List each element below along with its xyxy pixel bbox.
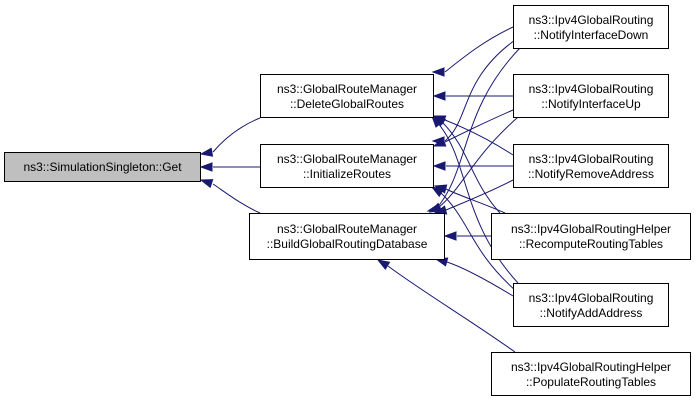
node-label-line-2: ::NotifyRemoveAddress — [528, 167, 654, 181]
arrowhead-icon — [432, 91, 446, 101]
node-label-line-2: ::InitializeRoutes — [303, 167, 391, 181]
node-label-line-2: ::DeleteGlobalRoutes — [290, 97, 404, 111]
edge-line — [441, 121, 501, 214]
node-label-line-1: ns3::Ipv4GlobalRouting — [529, 291, 654, 305]
node-label-line-1: ns3::Ipv4GlobalRoutingHelper — [511, 360, 671, 374]
node-label-line-1: ns3::GlobalRouteManager — [277, 82, 417, 96]
node-build-global-routing-database[interactable]: ns3::GlobalRouteManager ::BuildGlobalRou… — [249, 213, 445, 260]
node-label: ns3::SimulationSingleton::Get — [23, 160, 182, 174]
arrowhead-icon — [199, 147, 214, 157]
edge-notify_if_down-to-delete_routes — [431, 26, 514, 77]
edge-line — [387, 265, 516, 353]
node-label-line-1: ns3::GlobalRouteManager — [277, 222, 417, 236]
arrowhead-icon — [376, 259, 391, 270]
edge-notify_add-to-delete_routes — [431, 114, 519, 284]
node-label-line-1: ns3::Ipv4GlobalRouting — [529, 152, 654, 166]
edge-notify_if_up-to-delete_routes — [432, 91, 513, 101]
node-label-line-2: ::NotifyAddAddress — [540, 306, 643, 320]
node-initialize-routes[interactable]: ns3::GlobalRouteManager ::InitializeRout… — [260, 144, 434, 188]
node-populate-routing-tables[interactable]: ns3::Ipv4GlobalRoutingHelper ::PopulateR… — [491, 352, 691, 396]
edge-notify_if_up-to-initialize_routes — [432, 109, 514, 147]
edge-initialize_routes-to-get — [199, 162, 260, 172]
arrowhead-icon — [443, 231, 457, 241]
arrowhead-icon — [432, 137, 447, 147]
edge-notify_remove-to-initialize_routes — [432, 161, 513, 171]
node-delete-global-routes[interactable]: ns3::GlobalRouteManager ::DeleteGlobalRo… — [260, 74, 434, 118]
node-label-line-2: ::NotifyInterfaceDown — [534, 28, 649, 42]
edge-line — [437, 116, 519, 209]
edge-line — [436, 121, 519, 284]
edge-notify_remove-to-build_db — [433, 179, 514, 215]
node-label-line-1: ns3::Ipv4GlobalRouting — [529, 82, 654, 96]
arrowhead-icon — [431, 67, 445, 77]
node-label-line-1: ns3::Ipv4GlobalRouting — [529, 13, 654, 27]
edge-line — [444, 26, 514, 73]
node-notify-add-address[interactable]: ns3::Ipv4GlobalRouting ::NotifyAddAddres… — [513, 283, 669, 327]
arrowhead-icon — [430, 186, 445, 198]
edge-build_db-to-get — [199, 179, 261, 214]
node-recompute-routing-tables[interactable]: ns3::Ipv4GlobalRoutingHelper ::Recompute… — [491, 213, 691, 260]
node-label-line-1: ns3::Ipv4GlobalRoutingHelper — [511, 222, 671, 236]
arrowhead-icon — [199, 179, 214, 189]
edge-line — [446, 261, 514, 297]
node-notify-interface-down[interactable]: ns3::Ipv4GlobalRouting ::NotifyInterface… — [513, 5, 669, 49]
edge-line — [212, 117, 261, 153]
node-notify-remove-address[interactable]: ns3::Ipv4GlobalRouting ::NotifyRemoveAdd… — [513, 144, 669, 188]
arrowhead-icon — [431, 114, 443, 128]
node-label-line-2: ::PopulateRoutingTables — [526, 375, 656, 389]
edge-delete_routes-to-get — [199, 117, 261, 157]
node-label-line-2: ::BuildGlobalRoutingDatabase — [267, 237, 428, 251]
node-label-line-2: ::NotifyInterfaceUp — [541, 97, 641, 111]
edges-layer — [199, 26, 521, 353]
arrowhead-icon — [432, 161, 446, 171]
edge-populate-to-build_db — [376, 259, 516, 353]
arrowhead-icon — [199, 162, 213, 172]
edge-line — [444, 39, 516, 142]
node-label-line-1: ns3::GlobalRouteManager — [277, 152, 417, 166]
edge-line — [212, 183, 261, 214]
edge-line — [445, 188, 506, 214]
edge-line — [435, 47, 521, 210]
edge-notify_add-to-initialize_routes — [430, 186, 516, 291]
edge-line — [439, 191, 516, 291]
edge-line — [445, 179, 514, 211]
node-simulation-singleton-get[interactable]: ns3::SimulationSingleton::Get — [4, 152, 201, 182]
edge-line — [444, 119, 514, 156]
node-notify-interface-up[interactable]: ns3::Ipv4GlobalRouting ::NotifyInterface… — [513, 74, 669, 118]
node-label-line-2: ::RecomputeRoutingTables — [519, 237, 663, 251]
edge-line — [444, 109, 514, 143]
